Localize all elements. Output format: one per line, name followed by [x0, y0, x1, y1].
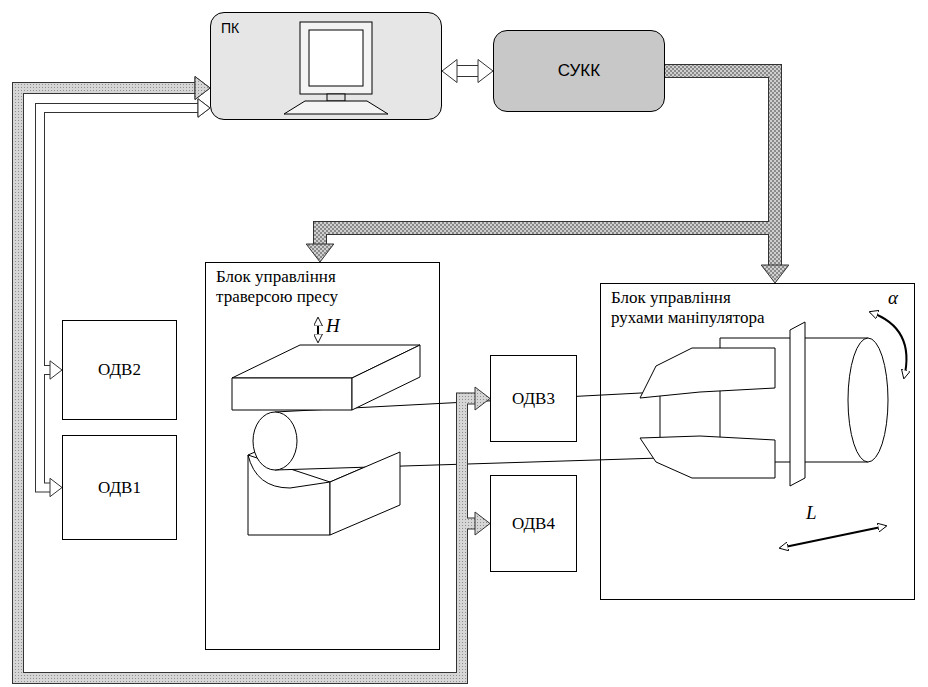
sensor-box: ОДВ3 — [490, 355, 577, 442]
arrowhead — [50, 361, 62, 379]
arrowhead — [442, 60, 493, 83]
node-text: ОДВ1 — [98, 478, 141, 498]
travel-symbol: L — [806, 503, 817, 523]
sensor-box: ОДВ2 — [62, 320, 177, 420]
arrowhead — [475, 387, 490, 410]
control-bus-arrow — [665, 71, 775, 265]
pc-panel — [210, 12, 442, 120]
arrowhead — [442, 60, 457, 83]
data-link-arrow — [457, 65, 478, 77]
sensor-box: ОДВ1 — [62, 435, 177, 540]
arrowhead — [195, 77, 490, 411]
arrowhead — [475, 512, 490, 535]
control-bus-arrow — [665, 71, 775, 265]
arrowhead — [195, 77, 210, 100]
sensor-box: ОДВ4 — [490, 475, 577, 572]
sensor-bus-arrow — [18, 88, 475, 678]
manipulator-illustration — [640, 312, 906, 548]
arrowhead — [198, 99, 210, 117]
arrowhead — [306, 244, 334, 262]
rotation-symbol: α — [888, 288, 898, 308]
manipulator-control-block: Блок управління рухами маніпулятора — [600, 283, 915, 600]
node-text: ОДВ4 — [512, 514, 555, 534]
arrowhead — [195, 77, 210, 100]
arrowhead — [198, 99, 210, 117]
controller-box: СУКК — [493, 30, 665, 112]
sensor-bus-arrow — [18, 88, 475, 678]
press-illustration — [232, 318, 660, 535]
motion-symbol: H — [326, 316, 340, 336]
arrowhead — [478, 60, 493, 83]
sensor-bus-arrow — [40, 108, 198, 488]
node-text: Блок управління рухами маніпулятора — [611, 288, 776, 328]
arrowhead — [761, 265, 789, 283]
node-text: ПК — [221, 18, 431, 38]
arrowhead — [195, 77, 490, 536]
arrowhead — [761, 265, 789, 283]
node-text: ОДВ2 — [98, 360, 141, 380]
arrowhead — [306, 244, 334, 262]
sensor-bus-arrow — [40, 108, 198, 488]
press-control-block: Блок управління траверсою пресу — [205, 262, 440, 650]
sensor-bus-arrow — [18, 88, 475, 678]
node-text: СУКК — [558, 61, 600, 81]
computer-box: ПК — [210, 12, 442, 120]
node-text: Блок управління траверсою пресу — [216, 267, 386, 307]
node-text: ОДВ3 — [512, 389, 555, 409]
arrowhead — [50, 478, 62, 496]
monitor-icon — [284, 22, 388, 114]
sensor-bus-arrow — [18, 88, 475, 678]
data-link-arrow — [457, 66, 478, 76]
